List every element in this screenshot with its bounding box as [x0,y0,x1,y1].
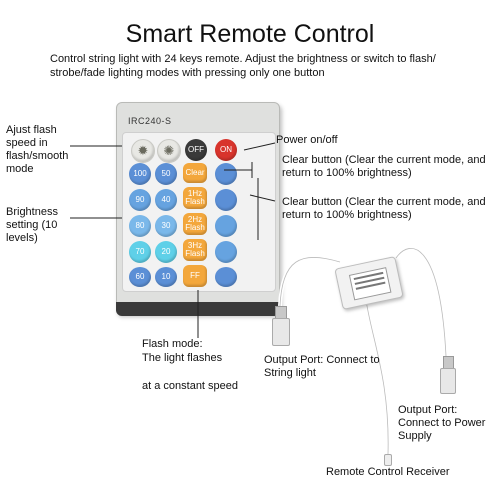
flash-1hz-key[interactable]: 1Hz Flash [183,187,207,209]
remote-model-label: IRC240-S [128,116,172,126]
label-output-string: Output Port: Connect to String light [264,354,380,379]
brightness-80-key[interactable]: 80 [129,215,151,237]
subtitle: Control string light with 24 keys remote… [50,53,436,79]
bulb-dim-icon: ✺ [163,143,175,158]
receiver-controller [334,256,404,310]
mode-key-2[interactable] [215,189,237,211]
label-power: Power on/off [276,134,338,146]
brightness-100-key[interactable]: 100 [129,163,151,185]
usb-plug-power [440,368,456,394]
brightness-40-key[interactable]: 40 [155,189,177,211]
bulb-icon: ✹ [137,143,149,158]
label-clear-2: Clear button (Clear the current mode, an… [282,196,486,221]
on-key[interactable]: ON [215,139,237,161]
label-receiver: Remote Control Receiver [326,466,450,478]
brightness-20-key[interactable]: 20 [155,241,177,263]
mode-key-4[interactable] [215,241,237,263]
brightness-30-key[interactable]: 30 [155,215,177,237]
mode-key-1[interactable] [215,163,237,185]
brightness-60-key[interactable]: 60 [129,267,151,287]
remote-battery-edge [116,302,280,316]
brightness-90-key[interactable]: 90 [129,189,151,211]
brightness-10-key[interactable]: 10 [155,267,177,287]
flash-speed-down-key[interactable]: ✺ [157,139,181,163]
label-flash-mode: Flash mode: [142,338,203,350]
flash-2hz-key[interactable]: 2Hz Flash [183,213,207,235]
label-adjust-flash: Ajust flash speed in flash/smooth mode [6,124,69,175]
label-clear-1: Clear button (Clear the current mode, an… [282,154,486,179]
ir-receiver-head [384,454,392,466]
page-title: Smart Remote Control [125,20,375,48]
brightness-70-key[interactable]: 70 [129,241,151,263]
controller-sticker [348,267,392,301]
mode-key-3[interactable] [215,215,237,237]
usb-plug-string [272,318,290,346]
label-flash-desc: The light flashes [142,352,223,364]
mode-key-5[interactable] [215,267,237,287]
flash-3hz-key[interactable]: 3Hz Flash [183,239,207,261]
label-brightness: Brightness setting (10 levels) [6,206,58,244]
remote-keypad: ✹ ✺ OFF ON 100 50 Clear 90 40 1Hz Flash … [122,132,276,292]
clear-key[interactable]: Clear [183,163,207,183]
ff-key[interactable]: FF [183,265,207,287]
off-key[interactable]: OFF [185,139,207,161]
label-flash-speed: at a constant speed [142,380,239,392]
label-output-power: Output Port: Connect to Power Supply [398,404,486,442]
flash-speed-up-key[interactable]: ✹ [131,139,155,163]
brightness-50-key[interactable]: 50 [155,163,177,185]
